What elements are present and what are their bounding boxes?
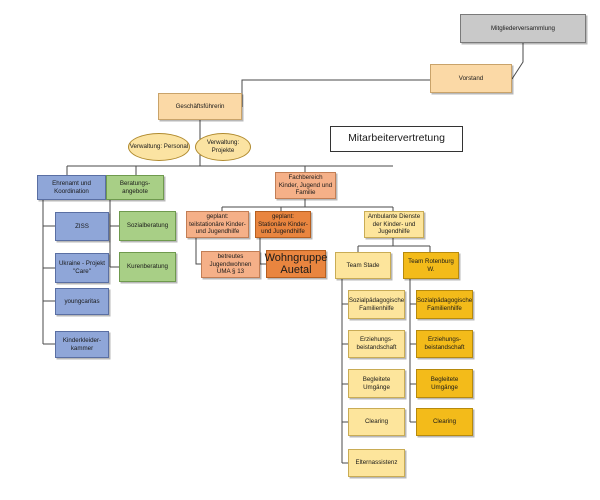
node-label: Sozialpädagogische Familienhilfe [348, 296, 405, 312]
node-label: Fachbereich Kinder, Jugend und Familie [278, 173, 333, 197]
node-label: Team Stade [346, 261, 380, 269]
node-stade-elternassistenz: Elternassistenz [348, 449, 405, 477]
node-teilstationaer: geplant: teilstationäre Kinder- und Juge… [186, 211, 249, 238]
connector-stationaer-wohngruppe [259, 238, 266, 265]
node-label: Elternassistenz [355, 459, 398, 467]
node-label: Begleitete Umgänge [362, 375, 391, 391]
node-sozialberatung: Sozialberatung [119, 211, 176, 241]
connector-vorstand-gf [241, 79, 430, 107]
node-label: youngcaritas [64, 297, 100, 305]
node-label: Clearing [364, 418, 389, 426]
node-label: Erziehungs-beistandschaft [424, 336, 465, 351]
node-label: Clearing [432, 418, 457, 426]
node-label: ZISS [75, 222, 89, 230]
node-label: Erziehungs-beistandschaft [356, 336, 397, 351]
node-verwaltung-personal: Verwaltung: Personal [128, 133, 190, 161]
node-label: Beratungs- angebote [119, 179, 151, 195]
node-rotenburg-spfh: Sozialpädagogische Familienhilfe [416, 290, 473, 319]
node-fachbereich: Fachbereich Kinder, Jugend und Familie [275, 172, 336, 199]
node-mitarbeitervertretung: Mitarbeitervertretung [330, 126, 463, 152]
node-label: Verwaltung: Personal [129, 143, 189, 151]
node-youngcaritas: youngcaritas [55, 288, 109, 315]
node-verwaltung-projekte: Verwaltung: Projekte [195, 133, 251, 161]
connector-teilstationaer-uma [195, 238, 201, 265]
node-label: Mitarbeitervertretung [348, 132, 445, 145]
node-rotenburg-clearing: Clearing [416, 408, 473, 436]
node-rotenburg-begleitete-umgaenge: Begleitete Umgänge [416, 369, 473, 398]
node-label: Begleitete Umgänge [430, 375, 459, 391]
node-label: Team Rotenburg W. [408, 257, 454, 273]
node-kurenberatung: Kurenberatung [119, 252, 176, 282]
node-ukraine: Ukraine - Projekt "Care" [55, 253, 109, 283]
node-label: Kinderkleider-kammer [62, 336, 102, 352]
node-label: Sozialberatung [126, 222, 169, 230]
node-label: geplant: Stationäre Kinder- und Jugendhi… [258, 212, 308, 236]
node-label: Mitgliederversammlung [491, 24, 555, 32]
node-ambulante: Ambulante Dienste der Kinder- und Jugend… [364, 211, 424, 238]
node-label: geplant: teilstationäre Kinder- und Juge… [189, 212, 246, 236]
node-stade-clearing: Clearing [348, 408, 405, 436]
node-ziss: ZISS [55, 212, 109, 241]
node-vorstand: Vorstand [430, 64, 512, 93]
node-ehrenamt: Ehrenamt und Koordination [37, 175, 106, 200]
node-beratungsangebote: Beratungs- angebote [106, 175, 164, 200]
node-label: Ambulante Dienste der Kinder- und Jugend… [367, 212, 421, 236]
node-stade-spfh: Sozialpädagogische Familienhilfe [348, 290, 405, 319]
node-label: Ehrenamt und Koordination [52, 179, 91, 195]
node-kinderkleiderkammer: Kinderkleider-kammer [55, 331, 109, 358]
node-uma: betreutes Jugendwohnen UMA § 13 [201, 251, 260, 278]
node-label: Ukraine - Projekt "Care" [58, 260, 106, 275]
node-rotenburg-erziehungsbeistandschaft: Erziehungs-beistandschaft [416, 330, 473, 358]
node-label: Verwaltung: Projekte [206, 139, 240, 154]
node-label: Wohngruppe Auetal [264, 251, 328, 276]
connector-mv-vorstand [511, 43, 524, 80]
node-label: Sozialpädagogische Familienhilfe [416, 296, 473, 312]
node-geschaeftsfuehrerin: Geschäftsführerin [158, 93, 242, 120]
node-team-rotenburg: Team Rotenburg W. [403, 252, 459, 279]
node-label: Vorstand [458, 74, 484, 82]
node-label: betreutes Jugendwohnen UMA § 13 [209, 252, 252, 276]
node-stade-begleitete-umgaenge: Begleitete Umgänge [348, 369, 405, 398]
node-label: Kurenberatung [127, 263, 168, 271]
node-mitgliederversammlung: Mitgliederversammlung [460, 14, 586, 43]
node-team-stade: Team Stade [335, 252, 391, 279]
node-stationaer: geplant: Stationäre Kinder- und Jugendhi… [255, 211, 311, 238]
node-label: Geschäftsführerin [175, 102, 225, 110]
node-wohngruppe: Wohngruppe Auetal [264, 250, 328, 278]
node-stade-erziehungsbeistandschaft: Erziehungs-beistandschaft [348, 330, 405, 358]
